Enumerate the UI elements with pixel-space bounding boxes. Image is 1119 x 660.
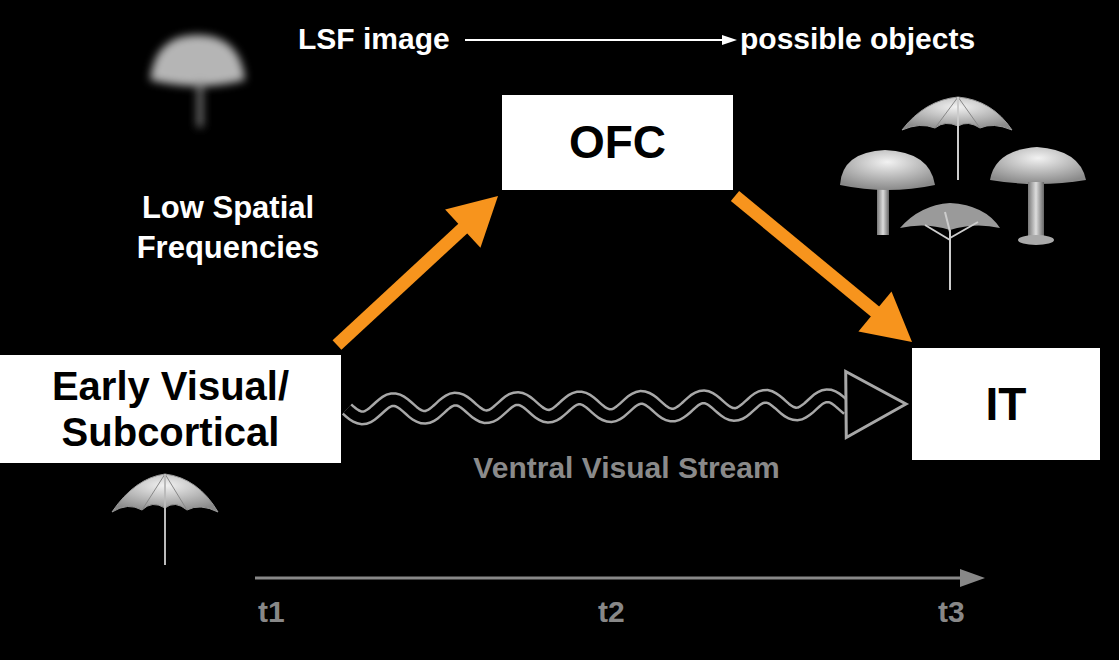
process-box: OFC <box>502 95 733 190</box>
time-axis <box>255 577 965 580</box>
node-label: IT <box>986 378 1027 431</box>
arrow-head <box>960 569 985 587</box>
process-box: Early Visual/ Subcortical <box>0 355 341 463</box>
time-label: t1 <box>258 595 285 629</box>
annotation: Low Spatial Frequencies <box>108 188 348 269</box>
node-label: OFC <box>569 116 666 169</box>
annotation: LSF image <box>298 22 450 56</box>
wavy-arrow <box>347 372 906 438</box>
lsf-mushroom <box>150 35 245 127</box>
process-box: IT <box>912 348 1100 460</box>
node-label: Early Visual/ Subcortical <box>12 363 329 455</box>
umbrella <box>112 474 218 565</box>
flow-arrow <box>465 39 725 41</box>
time-label: t2 <box>598 595 625 629</box>
tree <box>900 203 1000 290</box>
arrow-head <box>722 35 737 45</box>
lamp <box>990 147 1086 245</box>
edge-label: Ventral Visual Stream <box>473 451 779 485</box>
arrow <box>337 196 498 345</box>
time-label: t3 <box>938 595 965 629</box>
annotation: possible objects <box>740 22 975 56</box>
arrow <box>735 196 912 342</box>
